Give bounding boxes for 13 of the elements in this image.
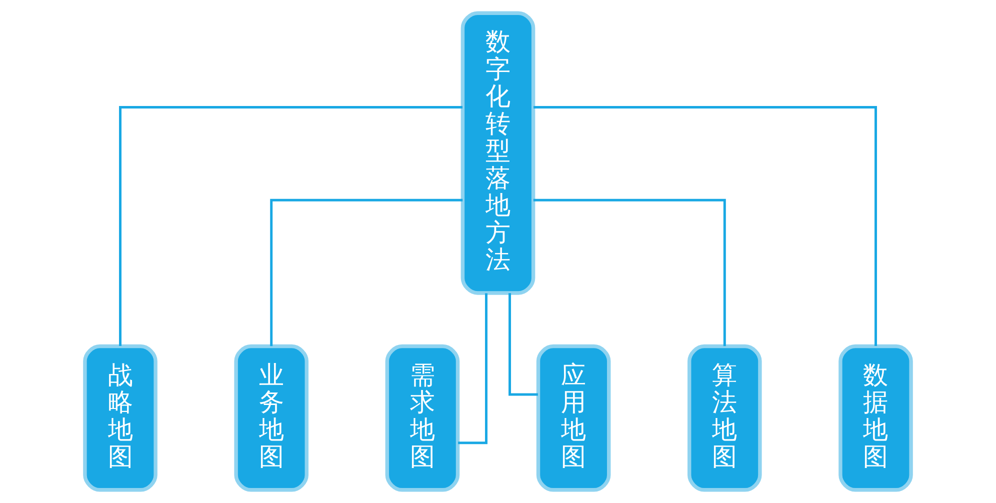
node-box: 算法地图 bbox=[688, 344, 762, 492]
connector bbox=[119, 106, 462, 346]
connector bbox=[270, 198, 463, 346]
node-box: 数字化转型落地方法 bbox=[460, 11, 536, 295]
node-box: 应用地图 bbox=[536, 344, 611, 492]
node-box: 数据地图 bbox=[838, 344, 913, 492]
connector bbox=[458, 293, 488, 444]
node-box: 业务地图 bbox=[234, 344, 308, 492]
node-box: 战略地图 bbox=[83, 344, 158, 492]
connector bbox=[533, 198, 726, 346]
connector bbox=[508, 293, 538, 396]
connector bbox=[534, 106, 877, 346]
node-box: 需求地图 bbox=[385, 344, 460, 492]
